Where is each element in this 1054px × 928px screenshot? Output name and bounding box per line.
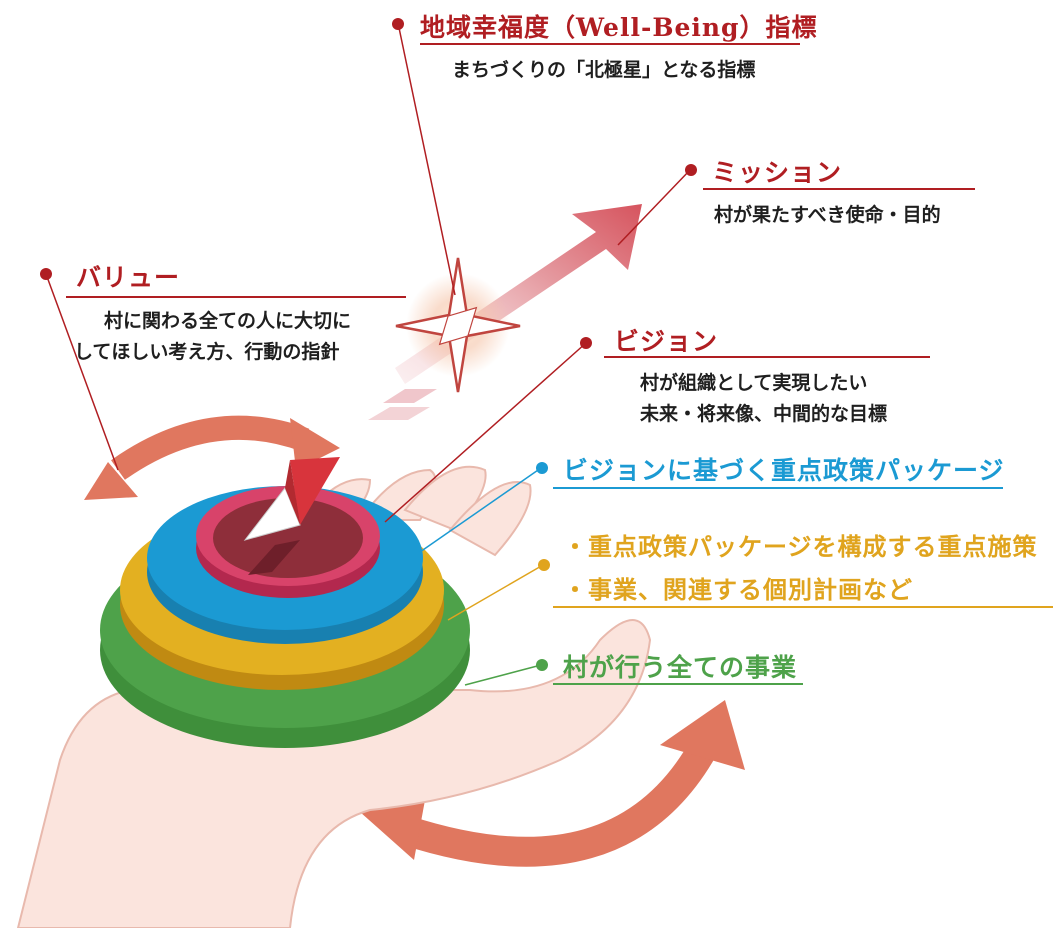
wellbeing-desc: まちづくりの「北極星」となる指標 bbox=[452, 59, 756, 81]
marker-measures bbox=[538, 559, 550, 571]
vision-desc-line1: 村が組織として実現したい bbox=[640, 372, 868, 394]
leader-lines bbox=[45, 22, 691, 686]
marker-package bbox=[536, 462, 548, 474]
cycle-arrow-lower bbox=[360, 700, 745, 867]
mission-desc: 村が果たすべき使命・目的 bbox=[714, 204, 941, 226]
marker-wellbeing bbox=[392, 18, 404, 30]
vision-desc-line2: 未来・将来像、中間的な目標 bbox=[640, 403, 888, 425]
package-title: ビジョンに基づく重点政策パッケージ bbox=[563, 456, 1005, 485]
cycle-arrow-upper bbox=[84, 415, 340, 500]
marker-value bbox=[40, 268, 52, 280]
mission-title: ミッション bbox=[712, 158, 843, 187]
measures-line1: ・重点政策パッケージを構成する重点施策 bbox=[563, 532, 1038, 561]
label-underlines bbox=[66, 43, 1053, 685]
policy-layers-stack bbox=[100, 457, 470, 748]
measures-line2: ・事業、関連する個別計画など bbox=[563, 575, 913, 604]
wellbeing-title: 地域幸福度（Well-Being）指標 bbox=[420, 13, 818, 42]
value-desc-line2: してほしい考え方、行動の指針 bbox=[74, 341, 340, 363]
marker-vision bbox=[580, 337, 592, 349]
value-title: バリュー bbox=[76, 263, 181, 292]
compass-needle-red bbox=[290, 457, 340, 525]
all-projects-title: 村が行う全ての事業 bbox=[563, 653, 798, 682]
marker-all-projects bbox=[536, 659, 548, 671]
value-desc-line1: 村に関わる全ての人に大切に bbox=[104, 310, 352, 332]
north-star-icon bbox=[395, 257, 521, 393]
vision-title: ビジョン bbox=[614, 327, 719, 356]
marker-mission bbox=[685, 164, 697, 176]
